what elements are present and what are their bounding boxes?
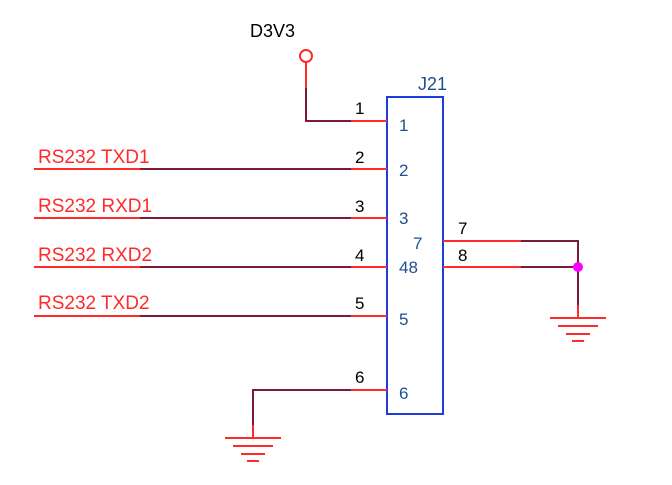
- pin-name-6: 6: [399, 384, 408, 403]
- pins-7-8-ground-net: 7 8: [443, 219, 606, 342]
- connector-ref: J21: [418, 74, 447, 94]
- connector-body: [386, 96, 444, 415]
- pin-name-3: 3: [399, 209, 408, 228]
- pin-number-5: 5: [355, 294, 364, 313]
- power-circle-icon: [299, 49, 313, 88]
- net-rs232-rxd2: RS232 RXD2 4: [34, 245, 387, 268]
- pin-name-7: 7: [413, 234, 422, 253]
- net-label-txd2: RS232 TXD2: [38, 293, 150, 314]
- power-label: D3V3: [250, 21, 295, 41]
- pin-6-ground-net: 6: [225, 368, 387, 462]
- net-label-rxd2: RS232 RXD2: [38, 245, 152, 266]
- pin-number-8: 8: [458, 246, 467, 265]
- pin-1: 1: [351, 99, 387, 122]
- pin-number-4: 4: [355, 246, 364, 265]
- connector-j21: J21 1 2 3 7 48 5 6: [386, 74, 447, 415]
- net-rs232-txd2: RS232 TXD2 5: [34, 293, 387, 317]
- power-net-d3v3: D3V3: [250, 21, 386, 122]
- pin-number-2: 2: [355, 148, 364, 167]
- pin-name-5: 5: [399, 310, 408, 329]
- pin-name-4: 48: [399, 258, 418, 277]
- net-label-rxd1: RS232 RXD1: [38, 196, 152, 217]
- pin-number-1: 1: [355, 99, 364, 118]
- pin-name-1: 1: [399, 116, 408, 135]
- net-rs232-rxd1: RS232 RXD1 3: [34, 196, 387, 219]
- pin-number-6: 6: [355, 368, 364, 387]
- power-wire: [305, 88, 386, 122]
- ground-icon: [550, 305, 606, 342]
- junction-dot-icon: [573, 262, 583, 272]
- pin-number-3: 3: [355, 197, 364, 216]
- pin-number-7: 7: [458, 219, 467, 238]
- ground-icon: [225, 425, 281, 462]
- pin-name-2: 2: [399, 161, 408, 180]
- net-label-txd1: RS232 TXD1: [38, 147, 150, 168]
- net-rs232-txd1: RS232 TXD1 2: [34, 147, 387, 170]
